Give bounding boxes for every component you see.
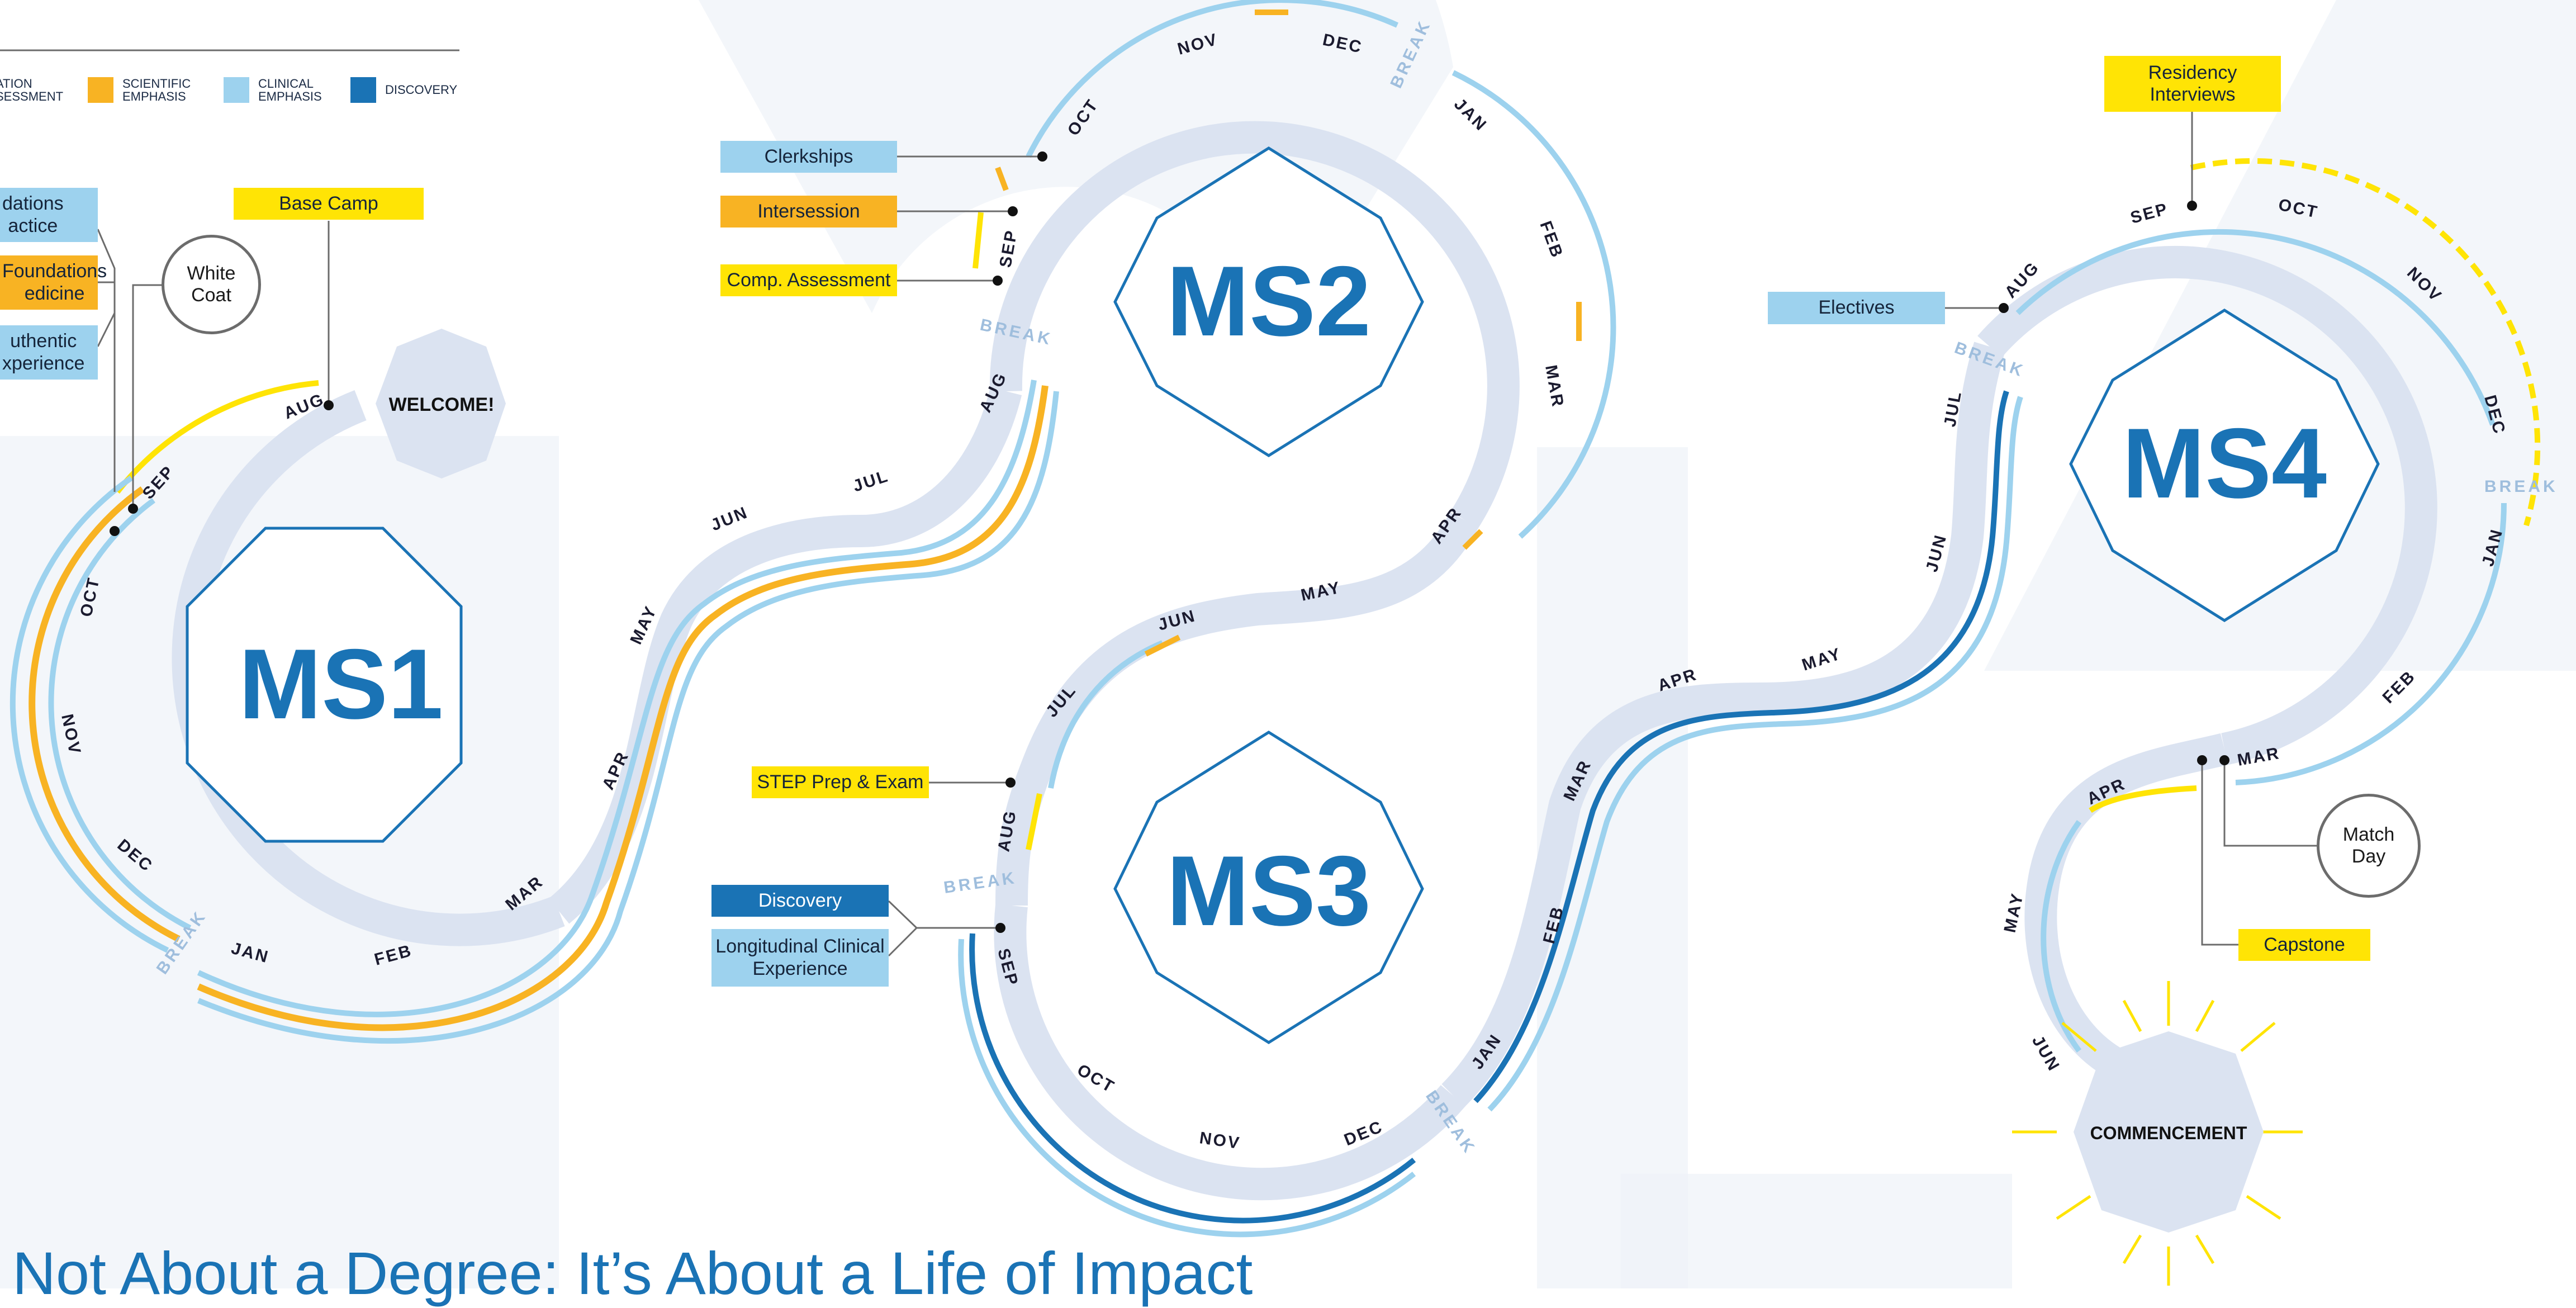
legend-item-clinical: CLINICAL EMPHASIS [224, 77, 322, 103]
ms3-month-may: MAY [1800, 644, 1844, 675]
ms1-bottom-clinical [197, 380, 1037, 1017]
ms4-month-sep: SEP [2128, 200, 2170, 228]
legend-swatch-clinical [224, 77, 249, 103]
legend-swatch-discovery [350, 77, 376, 103]
callout-connectors [97, 112, 2317, 957]
step-prep-tag: STEP Prep & Exam [752, 766, 929, 798]
commencement-badge: COMMENCEMENT [2012, 981, 2303, 1286]
legend-swatch-scientific [88, 77, 113, 103]
ms3-to-ms4-clinical [1487, 396, 2023, 1112]
ms3-to-ms4-discovery [1473, 390, 2009, 1103]
year-octagons: MS1 MS2 MS3 MS4 [186, 146, 2380, 1044]
ms1-clinical-band-inner [48, 497, 192, 931]
ms3-title: MS3 [1166, 835, 1371, 946]
white-coat-note: White Coat [162, 235, 261, 334]
ms2-title: MS2 [1166, 245, 1371, 357]
ms2-clinical-band [1026, 0, 1399, 158]
intersession-tag: Intersession [720, 196, 897, 228]
ms1-octagon [186, 527, 463, 843]
residency-interviews-tag: Residency Interviews [2104, 56, 2281, 112]
ms3-assessment-tick [1026, 793, 1042, 850]
ms2-month-sep: SEP [996, 228, 1021, 269]
electives-tag: Electives [1768, 292, 1945, 324]
break-label-ms4-dec: BREAK [2484, 477, 2558, 496]
legend-label-discovery: DISCOVERY [385, 83, 458, 97]
ms1-bottom-scientific [197, 385, 1049, 1031]
legend-item-scientific: SCIENTIFIC EMPHASIS [88, 77, 191, 103]
welcome-label: WELCOME! [389, 394, 495, 415]
ms3-clinical-band [958, 939, 1416, 1238]
ms4-assessment-dashed [2190, 158, 2541, 527]
authentic-experience-tag: uthentic xperience [0, 325, 98, 380]
ms4-clinical-band-2 [2235, 503, 2507, 785]
ms2-assessment-tick [972, 212, 984, 269]
ms1-title: MS1 [239, 628, 443, 740]
ms2-month-jan: JAN [1450, 95, 1491, 135]
ms2-month-mar: MAR [1541, 363, 1567, 409]
capstone-tag: Capstone [2238, 929, 2370, 961]
ms3-month-nov: NOV [1198, 1129, 1242, 1153]
ms2-octagon [1113, 146, 1424, 457]
foundations-practice-tag: dations actice [0, 188, 98, 242]
ms1-scientific-band [29, 486, 181, 942]
base-camp-tag: Base Camp [234, 188, 424, 220]
legend-label-assessment: ATION SESSMENT [0, 77, 64, 104]
sun-rays [2012, 981, 2303, 1286]
ms4-octagon [2069, 309, 2380, 622]
ms2-to-ms3-scientific [1144, 634, 1181, 657]
ms2-to-ms3-clinical [1048, 640, 1164, 789]
ms4-month-may: MAY [2001, 890, 2027, 934]
longitudinal-clinical-tag: Longitudinal Clinical Experience [711, 929, 889, 987]
discovery-tag: Discovery [711, 885, 889, 917]
ms4-clinical-band [2015, 229, 2496, 426]
ms1-clinical-band-outer [10, 475, 169, 953]
ms2-scientific-tick-c [1462, 529, 1483, 550]
legend-item-assessment: ATION SESSMENT [0, 77, 63, 103]
emphasis-bands [10, 0, 2541, 1238]
ms2-scientific-tick-d [995, 167, 1009, 191]
ms3-discovery-band [969, 933, 1416, 1224]
ms1-bottom-clinical-2 [197, 391, 1059, 1044]
match-day-note: Match Day [2317, 794, 2421, 898]
clerkships-tag: Clerkships [720, 141, 897, 173]
ms1-month-jun: JUN [708, 503, 751, 534]
ms1-month-jul: JUL [851, 467, 891, 496]
foundations-medicine-tag: Foundations edicine [0, 255, 107, 310]
ms2-clinical-band-2 [1451, 70, 1616, 539]
page-title: Not About a Degree: It’s About a Life of… [12, 1239, 1253, 1307]
ms2-month-feb: FEB [1536, 219, 1567, 261]
ms4-month-jun: JUN [2028, 1032, 2063, 1075]
legend-item-discovery: DISCOVERY [350, 77, 457, 103]
commencement-label: COMMENCEMENT [2090, 1123, 2247, 1143]
legend-label-clinical: CLINICAL EMPHASIS [258, 77, 322, 104]
ms3-octagon [1113, 731, 1424, 1044]
ms4-clinical-tail [2041, 820, 2082, 1053]
ms1-assessment-band [115, 380, 319, 494]
comp-assessment-tag: Comp. Assessment [720, 264, 897, 296]
callout-dots [110, 151, 2229, 933]
ms4-title: MS4 [2122, 407, 2327, 519]
legend-label-scientific: SCIENTIFIC EMPHASIS [122, 77, 191, 104]
welcome-badge: WELCOME! [376, 329, 506, 478]
ms4-assessment-tail [2089, 785, 2197, 813]
ms4-month-feb: FEB [2379, 667, 2420, 707]
